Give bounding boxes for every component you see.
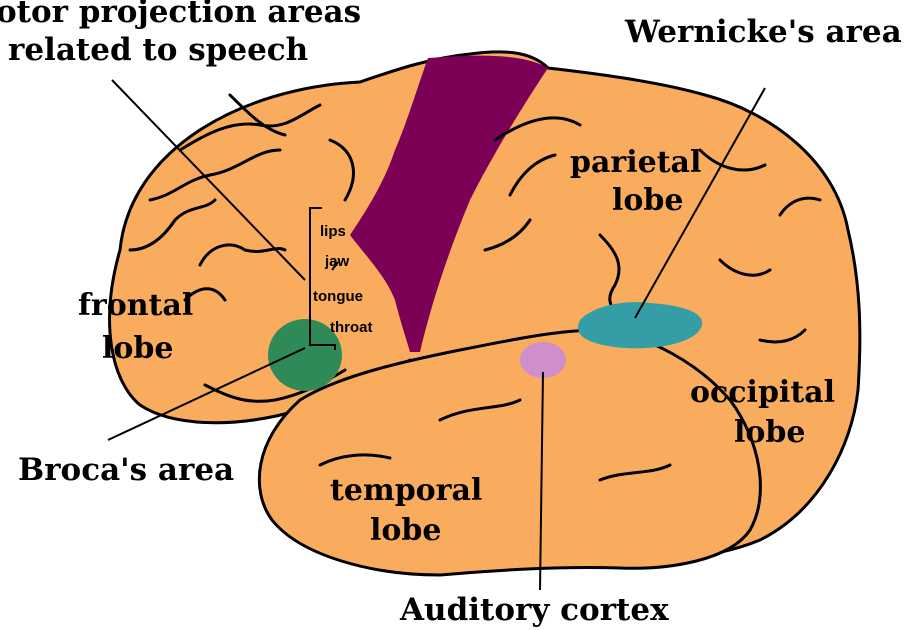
parietal-label-line2: lobe	[612, 183, 683, 218]
occipital-label-line1: occipital	[690, 375, 835, 410]
motor-areas-label-line2: related to speech	[8, 32, 308, 68]
temporal-label-line1: temporal	[330, 473, 482, 508]
auditory-label: Auditory cortex	[399, 592, 669, 628]
motor-areas-label-line1: otor projection areas	[0, 0, 361, 30]
frontal-label-line2: lobe	[102, 331, 173, 366]
motor-part-lips: lips	[320, 223, 346, 240]
motor-part-tongue: tongue	[313, 288, 363, 305]
frontal-label-line1: frontal	[78, 288, 193, 323]
parietal-label-line1: parietal	[570, 145, 701, 180]
motor-part-throat: throat	[330, 319, 373, 336]
motor-part-jaw: jaw	[324, 253, 350, 270]
temporal-label-line2: lobe	[370, 513, 441, 548]
broca-label: Broca's area	[18, 452, 234, 488]
wernicke-label: Wernicke's area	[624, 14, 902, 50]
occipital-label-line2: lobe	[734, 415, 805, 450]
